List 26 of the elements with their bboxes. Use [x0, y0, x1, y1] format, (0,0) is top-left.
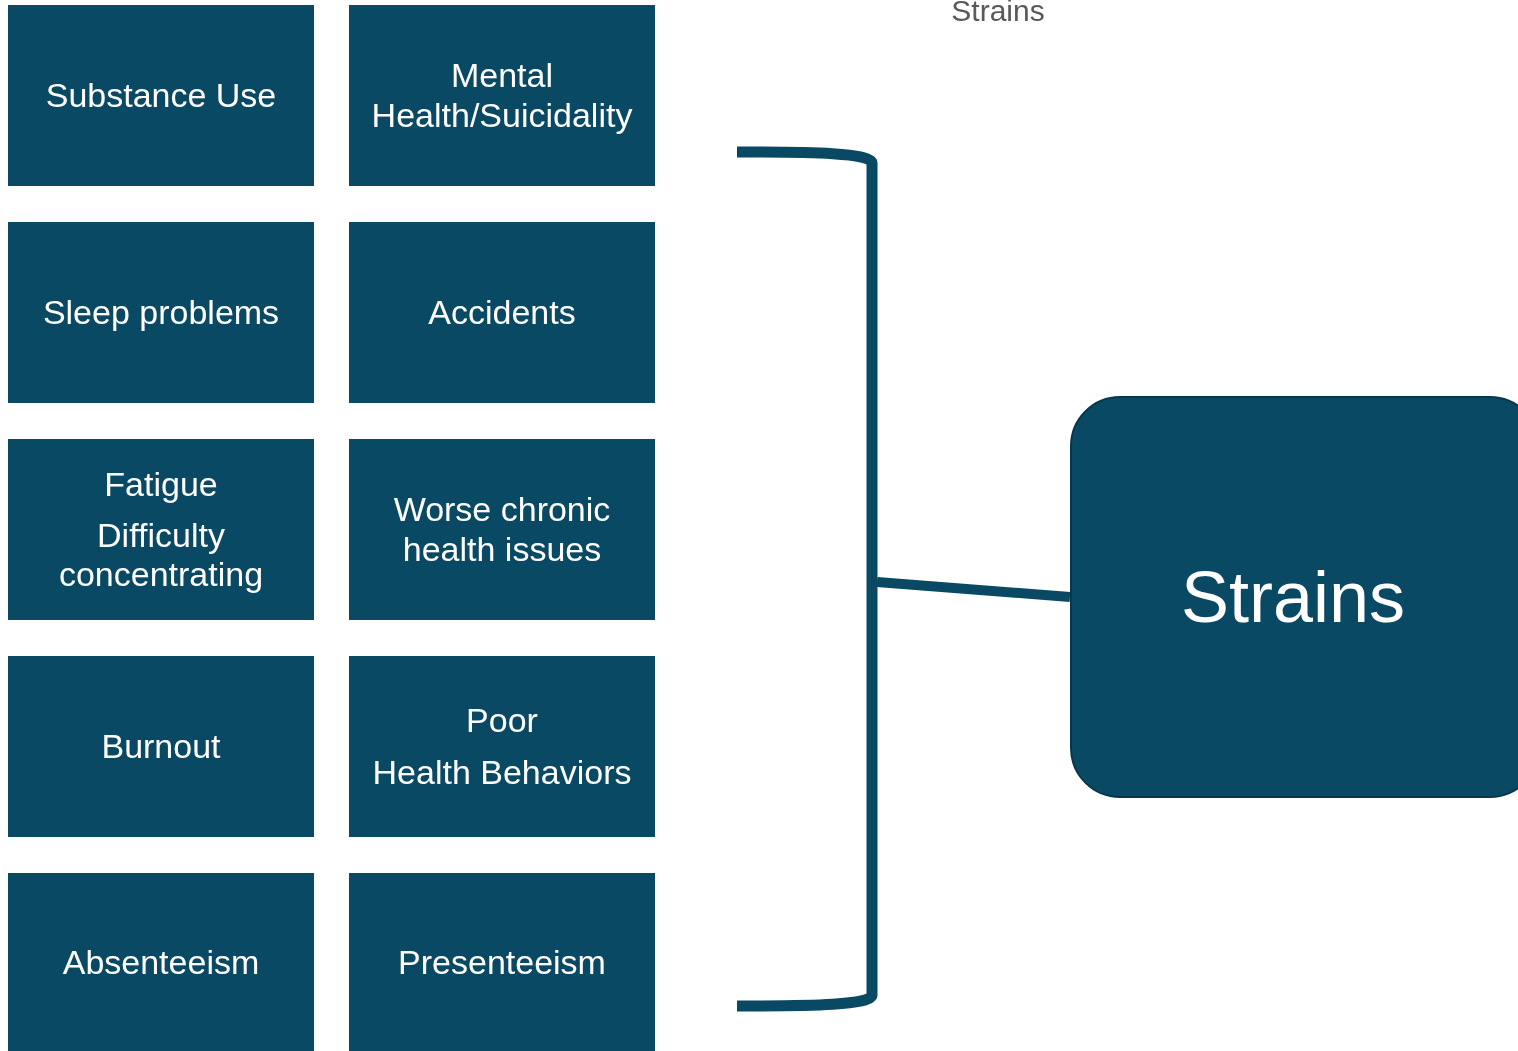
factor-box	[349, 222, 655, 403]
box-text: Worse chronic health issues	[392, 490, 612, 569]
factor-box	[8, 656, 314, 837]
box-text: Poor	[465, 701, 539, 741]
connector-line	[876, 577, 1071, 602]
box-text: Difficulty concentrating	[57, 515, 265, 595]
box-text: Presenteeism	[397, 943, 607, 983]
factor-box	[349, 656, 655, 837]
box-text: Strains	[1179, 555, 1407, 639]
box-text: Health Behaviors	[371, 752, 633, 792]
box-text: Fatigue	[103, 464, 219, 504]
result-box	[1070, 396, 1518, 798]
box-text: Accidents	[427, 292, 577, 333]
box-text: Sleep problems	[41, 292, 281, 333]
factor-box	[349, 439, 655, 620]
diagram-title: Strains	[950, 0, 1046, 28]
box-text: Burnout	[100, 726, 222, 767]
factor-box	[8, 873, 314, 1051]
factor-box	[8, 439, 314, 620]
factor-box	[8, 5, 314, 186]
box-text: Substance Use	[44, 75, 278, 116]
box-text: Mental Health/Suicidality	[370, 56, 634, 135]
factor-box	[349, 5, 655, 186]
factor-box	[8, 222, 314, 403]
box-text: Absenteeism	[61, 943, 261, 983]
factor-box	[349, 873, 655, 1051]
